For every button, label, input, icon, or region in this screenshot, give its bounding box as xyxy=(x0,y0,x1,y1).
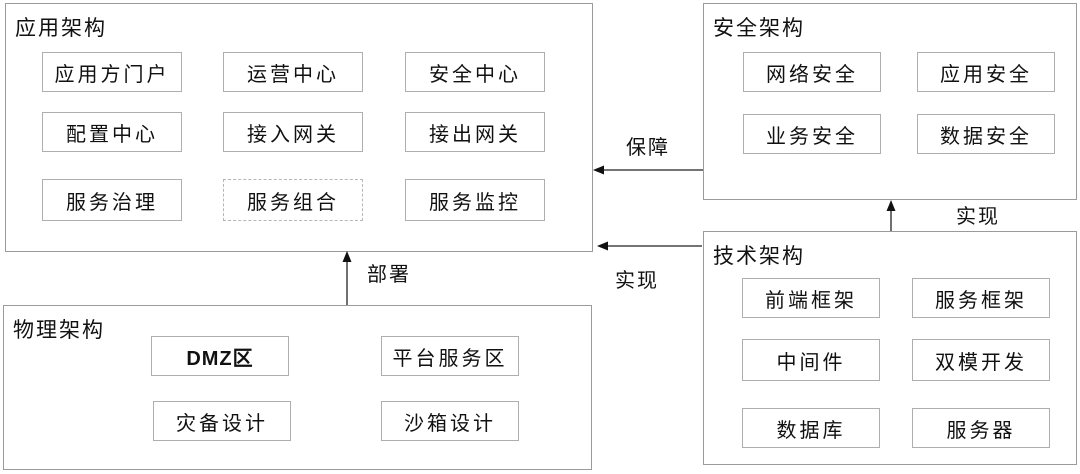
node-operation-center: 运营中心 xyxy=(223,52,363,92)
arrow-realize-security xyxy=(886,200,896,231)
panel-technology-architecture: 技术架构 前端框架 服务框架 中间件 双模开发 数据库 服务器 xyxy=(703,231,1077,465)
node-business-security: 业务安全 xyxy=(743,114,881,154)
node-platform-service-zone: 平台服务区 xyxy=(381,336,519,376)
panel-title-application: 应用架构 xyxy=(15,17,107,40)
node-application-security: 应用安全 xyxy=(917,52,1055,92)
node-frontend-framework: 前端框架 xyxy=(742,278,880,318)
arrow-label-realize-security: 实现 xyxy=(956,206,1000,228)
node-server: 服务器 xyxy=(912,408,1050,448)
node-dmz-zone: DMZ区 xyxy=(151,336,289,376)
node-config-center: 配置中心 xyxy=(42,112,182,152)
node-inbound-gateway: 接入网关 xyxy=(223,112,363,152)
node-data-security: 数据安全 xyxy=(917,114,1055,154)
node-network-security: 网络安全 xyxy=(743,52,881,92)
arrow-guarantee xyxy=(593,165,703,175)
node-service-governance: 服务治理 xyxy=(42,179,182,221)
panel-security-architecture: 安全架构 网络安全 应用安全 业务安全 数据安全 xyxy=(703,3,1077,200)
arrow-label-realize-application: 实现 xyxy=(615,270,659,292)
panel-physical-architecture: 物理架构 DMZ区 平台服务区 灾备设计 沙箱设计 xyxy=(3,305,592,470)
arrow-deploy xyxy=(342,251,352,305)
node-service-monitoring: 服务监控 xyxy=(405,179,545,221)
node-disaster-recovery-design: 灾备设计 xyxy=(153,401,291,441)
arrow-label-guarantee: 保障 xyxy=(626,137,670,159)
node-sandbox-design: 沙箱设计 xyxy=(381,401,519,441)
node-service-composition: 服务组合 xyxy=(223,179,363,221)
panel-application-architecture: 应用架构 应用方门户 运营中心 安全中心 配置中心 接入网关 接出网关 服务治理… xyxy=(5,3,593,252)
node-security-center: 安全中心 xyxy=(405,52,545,92)
arrow-realize-application xyxy=(597,241,702,251)
node-app-portal: 应用方门户 xyxy=(42,52,182,92)
panel-title-physical: 物理架构 xyxy=(13,319,105,342)
panel-title-technology: 技术架构 xyxy=(713,245,805,268)
node-outbound-gateway: 接出网关 xyxy=(405,112,545,152)
node-database: 数据库 xyxy=(742,408,880,448)
node-service-framework: 服务框架 xyxy=(912,278,1050,318)
node-dual-mode-dev: 双模开发 xyxy=(912,339,1050,381)
node-middleware: 中间件 xyxy=(742,339,880,381)
arrow-label-deploy: 部署 xyxy=(367,264,411,286)
panel-title-security: 安全架构 xyxy=(713,17,805,40)
